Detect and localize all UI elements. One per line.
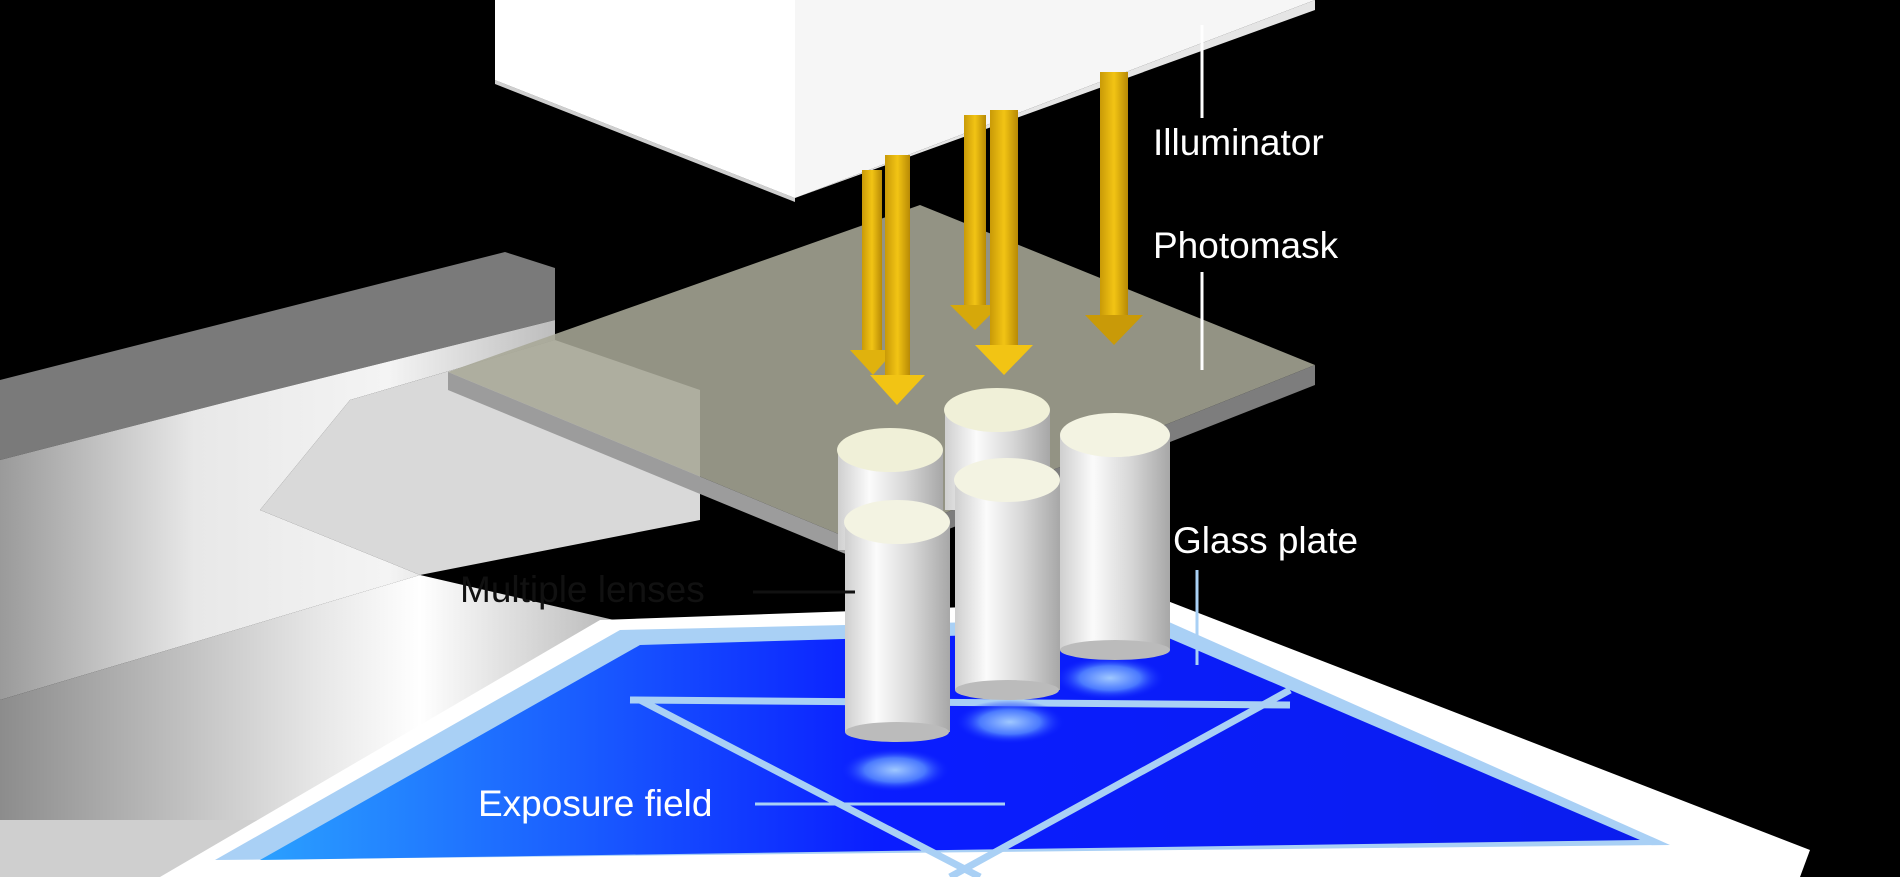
lens-right <box>1060 413 1170 660</box>
photomask-label: Photomask <box>1153 225 1339 266</box>
beam-4 <box>975 110 1033 375</box>
text-labels: Illuminator Photomask Glass plate Multip… <box>460 122 1358 824</box>
illuminator-label: Illuminator <box>1153 122 1324 163</box>
multiple-lenses-label: Multiple lenses <box>460 569 705 610</box>
beam-1 <box>850 170 895 375</box>
illuminator <box>495 0 1315 202</box>
beam-2 <box>870 155 925 405</box>
light-beams <box>850 72 1143 405</box>
glass-plate-label: Glass plate <box>1173 520 1358 561</box>
beam-3 <box>950 115 1000 330</box>
lens-front-middle <box>954 458 1060 700</box>
beam-5 <box>1085 72 1143 345</box>
lens-glows <box>840 656 1165 792</box>
leader-lines <box>753 25 1204 806</box>
exposure-field-label: Exposure field <box>478 783 712 824</box>
lens-front-left <box>844 500 950 742</box>
exposure-field <box>260 630 1640 877</box>
lenses <box>837 388 1170 742</box>
